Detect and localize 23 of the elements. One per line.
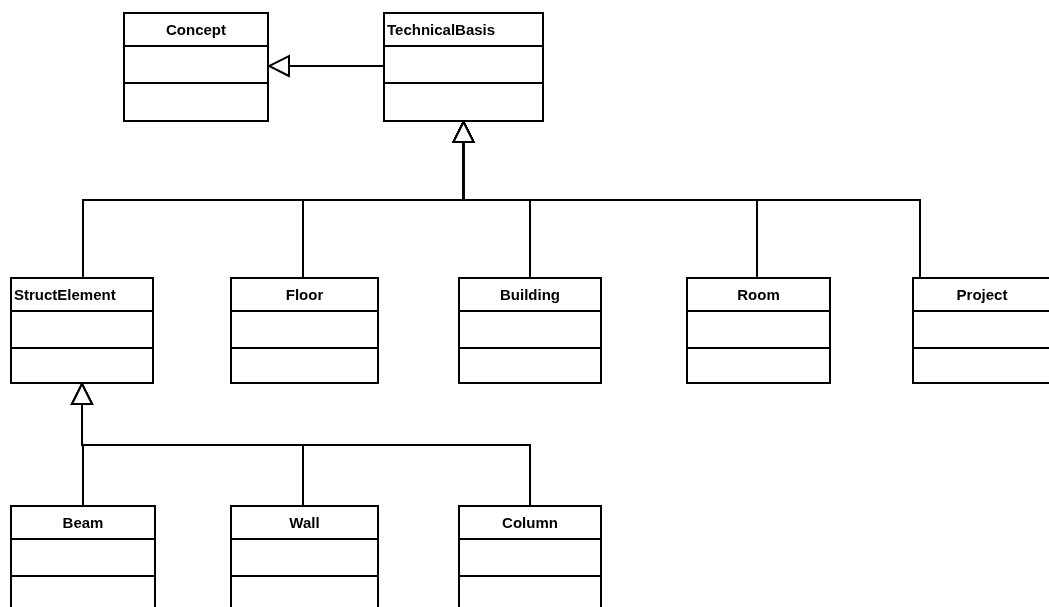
class-name: Wall [288, 513, 321, 533]
inheritance-arrow [452, 121, 921, 278]
class-name: Column [501, 513, 559, 533]
inheritance-arrow [71, 383, 531, 506]
class-name: StructElement [13, 285, 117, 305]
class-name: TechnicalBasis [386, 20, 497, 40]
class-box [458, 505, 602, 607]
inheritance-arrow [268, 55, 384, 77]
class-box [10, 277, 154, 384]
class-box [230, 277, 379, 384]
class-box [383, 12, 544, 122]
class-box [10, 505, 156, 607]
class-name: Beam [61, 513, 105, 533]
class-box [912, 277, 1049, 384]
class-name: Room [736, 285, 781, 305]
class-name: Project [955, 285, 1009, 305]
class-box [458, 277, 602, 384]
class-box [230, 505, 379, 607]
class-name: Concept [165, 20, 227, 40]
class-name: Building [499, 285, 561, 305]
class-name: Floor [284, 285, 325, 305]
class-box [686, 277, 831, 384]
class-box [123, 12, 269, 122]
